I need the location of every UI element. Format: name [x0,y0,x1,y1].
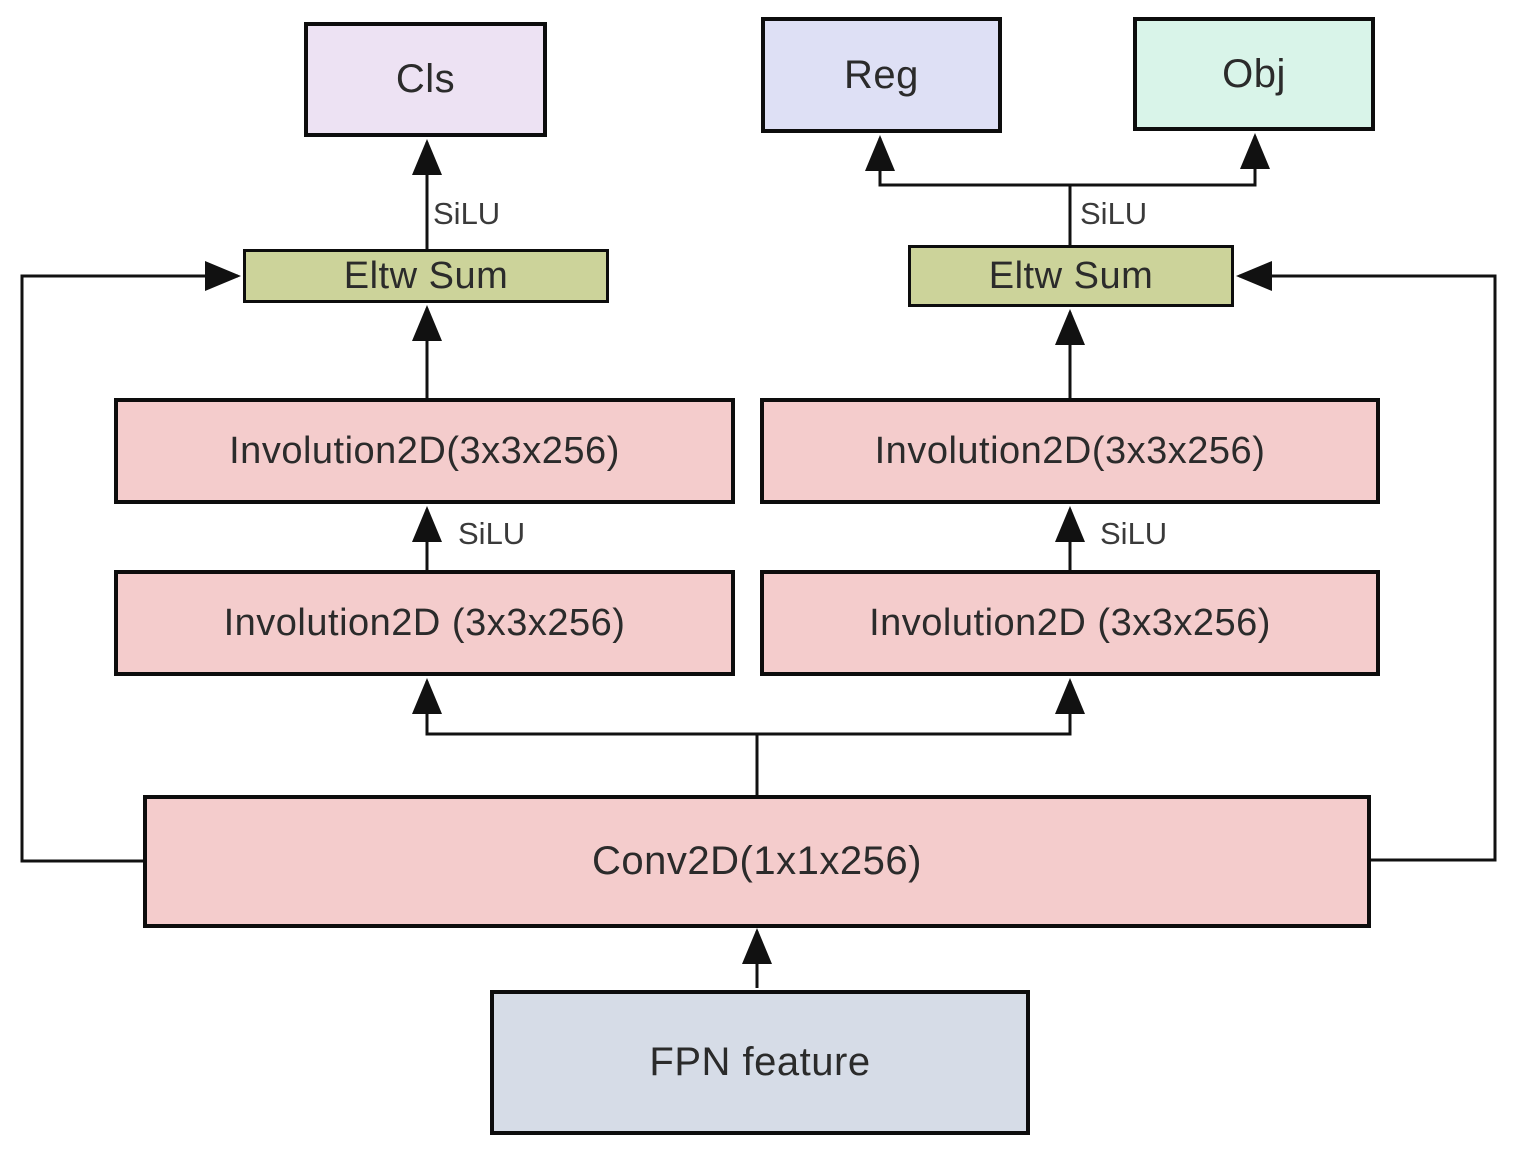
node-conv2d-label: Conv2D(1x1x256) [592,839,922,883]
node-involution-bottom-left: Involution2D (3x3x256) [114,570,735,676]
edge-eltw-right-to-obj [1070,133,1270,187]
edge-conv-skip-to-eltw-right [1236,261,1497,862]
node-reg-label: Reg [844,52,919,97]
node-involution-top-right: Involution2D(3x3x256) [760,398,1380,504]
node-involution-bottom-right-label: Involution2D (3x3x256) [869,601,1271,644]
edge-conv-to-inv-br [755,678,1085,795]
node-cls-label: Cls [395,57,456,101]
node-involution-top-left: Involution2D(3x3x256) [114,398,735,504]
node-eltw-sum-right-label: Eltw Sum [988,254,1154,297]
node-involution-bottom-right: Involution2D (3x3x256) [760,570,1380,676]
node-eltw-sum-left-label: Eltw Sum [343,254,509,297]
silu-label-right-mid: SiLU [1100,516,1168,551]
node-involution-top-left-label: Involution2D(3x3x256) [229,429,620,472]
edge-eltw-right-to-reg [865,135,1072,245]
node-conv2d: Conv2D(1x1x256) [143,795,1371,928]
node-reg: Reg [761,17,1002,133]
node-eltw-sum-left: Eltw Sum [243,249,609,303]
node-obj: Obj [1133,17,1375,131]
node-involution-top-right-label: Involution2D(3x3x256) [874,429,1266,472]
node-involution-bottom-left-label: Involution2D (3x3x256) [223,601,626,644]
edge-conv-skip-to-eltw-left [20,261,241,863]
silu-label-left-mid: SiLU [458,516,526,551]
node-cls: Cls [304,22,547,137]
edge-conv-to-inv-bl [412,678,759,795]
node-fpn-feature-label: FPN feature [649,1040,871,1084]
node-fpn-feature: FPN feature [490,990,1030,1135]
silu-label-regobj-branch: SiLU [1080,196,1148,231]
silu-label-cls-branch: SiLU [433,196,501,231]
node-obj-label: Obj [1222,51,1286,96]
node-eltw-sum-right: Eltw Sum [908,245,1234,307]
